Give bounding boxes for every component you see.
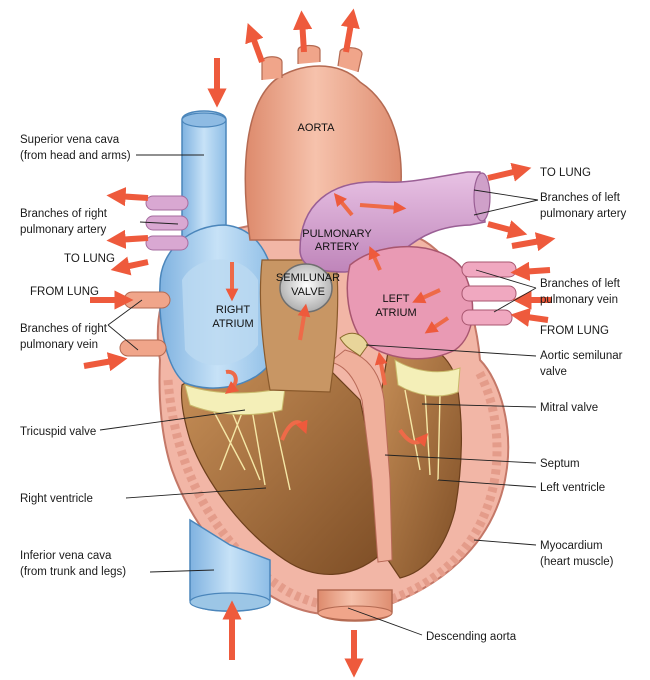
aortic-semilunar-valve-shape xyxy=(339,332,369,357)
label-descending-aorta: Descending aorta xyxy=(426,631,517,643)
label-right-ventricle: Right ventricle xyxy=(20,493,93,505)
svg-text:pulmonary vein: pulmonary vein xyxy=(20,339,98,351)
svg-text:ATRIUM: ATRIUM xyxy=(375,307,416,319)
superior-vena-cava xyxy=(181,110,227,251)
arrow-in-left-pv-3 xyxy=(510,307,549,327)
label-to-lung-right: TO LUNG xyxy=(540,167,591,179)
arrow-out-left-pa-3 xyxy=(511,232,556,252)
svg-text:SEMILUNAR: SEMILUNAR xyxy=(276,272,340,284)
svg-text:valve: valve xyxy=(540,366,567,378)
svg-text:VALVE: VALVE xyxy=(291,286,325,298)
label-branches-right-pulmonary-vein: Branches of right pulmonary vein xyxy=(20,323,108,351)
svg-text:FROM LUNG: FROM LUNG xyxy=(540,325,609,337)
arrow-out-top-1 xyxy=(245,22,265,64)
blood-flow-arrows xyxy=(83,8,556,678)
inner-label-left-atrium: LEFT ATRIUM xyxy=(375,293,416,319)
svg-text:pulmonary vein: pulmonary vein xyxy=(540,294,618,306)
arrow-in-right-pv-2 xyxy=(83,352,128,372)
left-pulmonary-vein-branches xyxy=(461,261,517,326)
svg-text:Branches of right: Branches of right xyxy=(20,323,108,335)
label-from-lung-left: FROM LUNG xyxy=(30,286,99,298)
svg-text:AORTA: AORTA xyxy=(298,122,336,134)
svg-text:Superior vena cava: Superior vena cava xyxy=(20,134,120,146)
label-branches-right-pulmonary-artery: Branches of right pulmonary artery xyxy=(20,208,108,236)
svg-text:(from head and arms): (from head and arms) xyxy=(20,150,131,162)
label-mitral-valve: Mitral valve xyxy=(540,402,598,414)
svg-text:Branches of left: Branches of left xyxy=(540,192,621,204)
label-to-lung-left: TO LUNG xyxy=(64,253,115,265)
svg-text:Right ventricle: Right ventricle xyxy=(20,493,93,505)
inner-label-semilunar-valve: SEMILUNAR VALVE xyxy=(276,272,340,298)
svg-text:(heart muscle): (heart muscle) xyxy=(540,556,614,568)
arrow-out-right-pa-3 xyxy=(110,256,149,276)
svg-text:TO LUNG: TO LUNG xyxy=(540,167,591,179)
tricuspid-valve-shape xyxy=(184,384,286,416)
svg-text:pulmonary artery: pulmonary artery xyxy=(540,208,627,220)
svg-text:Left ventricle: Left ventricle xyxy=(540,482,605,494)
svg-text:ARTERY: ARTERY xyxy=(315,241,360,253)
arrow-out-right-pa-1 xyxy=(106,187,149,207)
svg-text:TO LUNG: TO LUNG xyxy=(64,253,115,265)
arrow-out-left-pa-2 xyxy=(487,220,528,239)
inner-label-pulmonary-artery: PULMONARY ARTERY xyxy=(302,228,372,253)
svg-text:Branches of right: Branches of right xyxy=(20,208,108,220)
arrow-out-top-2 xyxy=(293,10,313,53)
svg-text:Branches of left: Branches of left xyxy=(540,278,621,290)
label-inferior-vena-cava: Inferior vena cava (from trunk and legs) xyxy=(20,550,126,578)
svg-text:LEFT: LEFT xyxy=(383,293,410,305)
inner-label-right-atrium: RIGHT ATRIUM xyxy=(212,304,253,330)
label-aortic-semilunar-valve: Aortic semilunar valve xyxy=(540,350,623,378)
svg-text:(from trunk and legs): (from trunk and legs) xyxy=(20,566,126,578)
septum-shape xyxy=(328,349,393,563)
mitral-valve-shape xyxy=(394,359,461,397)
label-branches-left-pulmonary-artery: Branches of left pulmonary artery xyxy=(540,192,627,220)
svg-text:FROM LUNG: FROM LUNG xyxy=(30,286,99,298)
svg-text:Aortic semilunar: Aortic semilunar xyxy=(540,350,623,362)
right-atrium-shape xyxy=(158,224,276,389)
inner-label-aorta: AORTA xyxy=(298,122,336,134)
svg-text:RIGHT: RIGHT xyxy=(216,304,251,316)
arrow-out-left-pa-1 xyxy=(487,162,532,182)
svg-text:Descending aorta: Descending aorta xyxy=(426,631,517,643)
label-superior-vena-cava: Superior vena cava (from head and arms) xyxy=(20,134,131,162)
svg-text:Tricuspid valve: Tricuspid valve xyxy=(20,426,96,438)
myocardium-ridges xyxy=(163,367,502,612)
svg-text:ATRIUM: ATRIUM xyxy=(212,318,253,330)
descending-aorta-shape xyxy=(317,589,393,622)
svg-text:Inferior vena cava: Inferior vena cava xyxy=(20,550,112,562)
arrow-in-left-pv-1 xyxy=(510,261,551,281)
label-branches-left-pulmonary-vein: Branches of left pulmonary vein xyxy=(540,278,621,306)
arrow-out-top-3 xyxy=(340,8,360,53)
label-myocardium: Myocardium (heart muscle) xyxy=(540,540,614,568)
svg-text:Septum: Septum xyxy=(540,458,580,470)
internal-flow-arrows xyxy=(225,193,450,448)
label-from-lung-right: FROM LUNG xyxy=(540,325,609,337)
svg-text:pulmonary artery: pulmonary artery xyxy=(20,224,107,236)
label-left-ventricle: Left ventricle xyxy=(540,482,605,494)
arrow-out-right-pa-2 xyxy=(106,229,149,249)
label-septum: Septum xyxy=(540,458,580,470)
svg-text:Myocardium: Myocardium xyxy=(540,540,603,552)
svg-text:Mitral valve: Mitral valve xyxy=(540,402,598,414)
svg-text:PULMONARY: PULMONARY xyxy=(302,228,372,240)
leader-lines xyxy=(99,154,539,636)
label-tricuspid-valve: Tricuspid valve xyxy=(20,426,96,438)
left-atrium-shape xyxy=(346,245,474,360)
